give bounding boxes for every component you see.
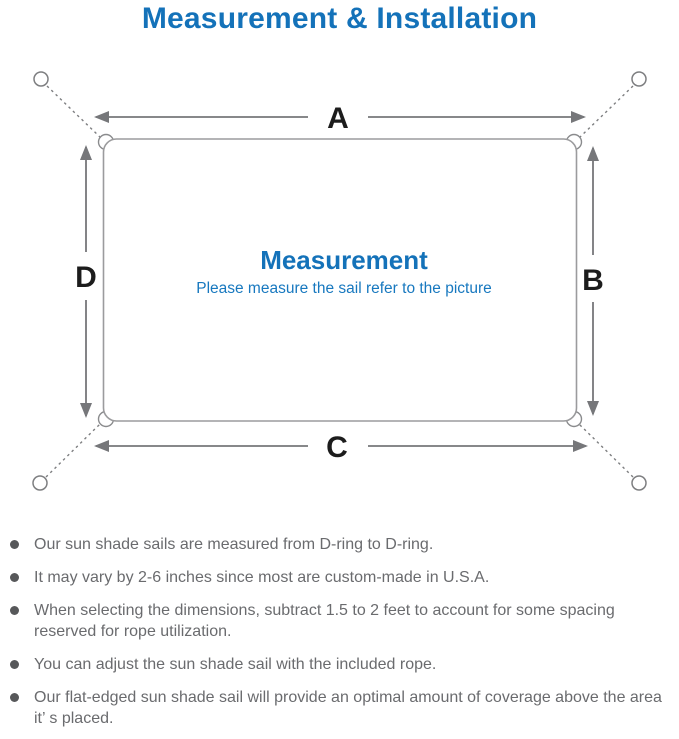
measurement-diagram: A B C D Measurement Please measure the s… bbox=[32, 71, 647, 491]
sail-outline bbox=[102, 138, 578, 422]
list-item: When selecting the dimensions, subtract … bbox=[8, 600, 668, 642]
bullet-text: When selecting the dimensions, subtract … bbox=[34, 602, 615, 640]
diagram-caption: Please measure the sail refer to the pic… bbox=[196, 280, 492, 297]
dimension-label-c: C bbox=[326, 431, 348, 464]
bullet-text: It may vary by 2-6 inches since most are… bbox=[34, 569, 490, 586]
rope-line-bottom-right bbox=[578, 423, 634, 478]
list-item: Our sun shade sails are measured from D-… bbox=[8, 534, 668, 555]
anchor-point-bottom-left bbox=[32, 475, 48, 491]
list-item: It may vary by 2-6 inches since most are… bbox=[8, 567, 668, 588]
bullet-icon bbox=[10, 660, 19, 669]
anchor-point-top-left bbox=[33, 71, 49, 87]
anchor-point-top-right bbox=[631, 71, 647, 87]
bullet-icon bbox=[10, 573, 19, 582]
bullet-text: You can adjust the sun shade sail with t… bbox=[34, 656, 437, 673]
rope-line-bottom-left bbox=[45, 423, 101, 478]
bullet-icon bbox=[10, 693, 19, 702]
bullet-icon bbox=[10, 540, 19, 549]
dimension-label-b: B bbox=[582, 264, 604, 297]
rope-line-top-right bbox=[578, 85, 634, 139]
diagram-heading: Measurement bbox=[260, 245, 428, 275]
bullet-icon bbox=[10, 606, 19, 615]
rope-line-top-left bbox=[46, 85, 102, 139]
page-title: Measurement & Installation bbox=[141, 2, 538, 35]
bullet-text: Our flat-edged sun shade sail will provi… bbox=[34, 689, 662, 727]
list-item: You can adjust the sun shade sail with t… bbox=[8, 654, 668, 675]
anchor-point-bottom-right bbox=[631, 475, 647, 491]
dimension-label-a: A bbox=[327, 102, 349, 135]
bullet-text: Our sun shade sails are measured from D-… bbox=[34, 536, 434, 553]
dimension-label-d: D bbox=[75, 261, 97, 294]
list-item: Our flat-edged sun shade sail will provi… bbox=[8, 687, 668, 729]
bullet-list: Our sun shade sails are measured from D-… bbox=[8, 534, 668, 739]
